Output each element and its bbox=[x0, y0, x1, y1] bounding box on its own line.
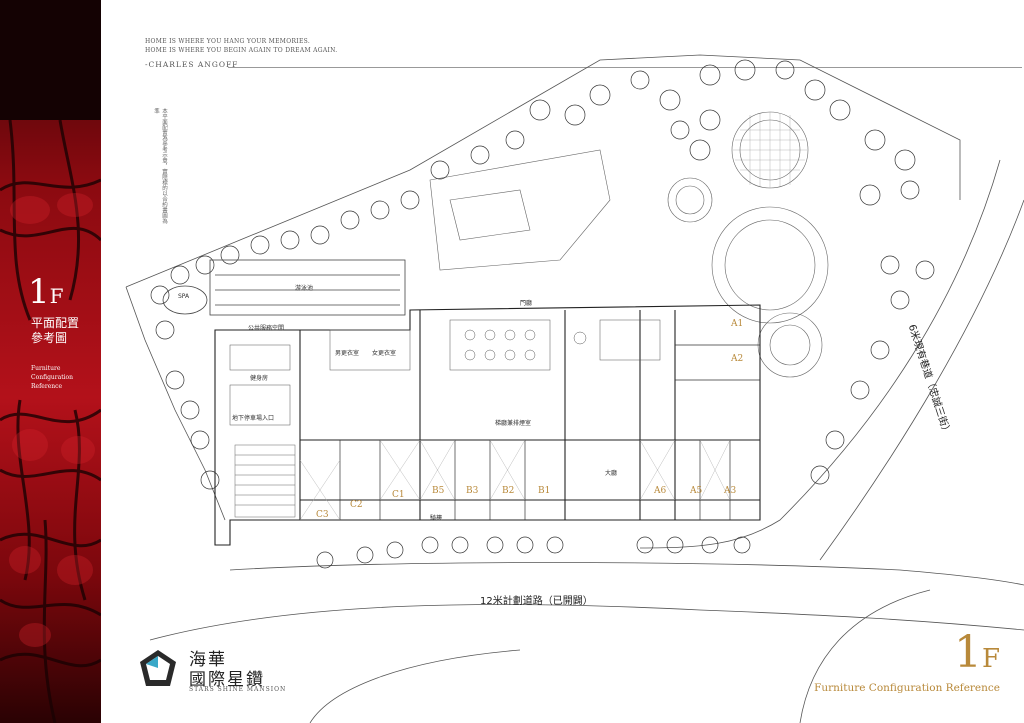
sidebar-artwork: 1F 平面配置參考圖 Furniture Configuration Refer… bbox=[0, 0, 101, 723]
quote-block: HOME IS WHERE YOU HANG YOUR MEMORIES. HO… bbox=[145, 37, 338, 69]
garden-area bbox=[429, 111, 829, 378]
road-edge bbox=[229, 562, 1024, 586]
label-gym: 健身房 bbox=[250, 374, 268, 382]
shop-a6: A6 bbox=[654, 486, 667, 496]
shop-b1: B1 bbox=[538, 486, 551, 496]
quote-divider bbox=[228, 67, 1022, 68]
disclaimer-note: 本平面配置為參考示意，實際標的以合約書圖為準 bbox=[153, 108, 167, 224]
logo-icon bbox=[140, 650, 176, 686]
quote-line-1: HOME IS WHERE YOU HANG YOUR MEMORIES. bbox=[145, 38, 311, 45]
road-label: 12米計劃道路（已開闢） bbox=[480, 596, 593, 607]
floor-reference: 1F Furniture Configuration Reference bbox=[814, 627, 1000, 695]
label-lobby: 大廳 bbox=[605, 469, 617, 477]
shop-b2: B2 bbox=[502, 486, 515, 496]
swimming-pool bbox=[209, 259, 406, 316]
quote-author: -CHARLES ANGOFF bbox=[145, 60, 239, 69]
shop-a3: A3 bbox=[724, 486, 737, 496]
label-gate: 門廳 bbox=[520, 299, 532, 307]
shop-c1: C1 bbox=[392, 490, 405, 500]
label-pool: 游泳池 bbox=[295, 284, 313, 292]
logo-name-line2: 國際星鑽 bbox=[189, 670, 265, 690]
trees bbox=[150, 59, 935, 569]
logo-name-en: STARS SHINE MANSION bbox=[189, 686, 287, 693]
shop-b5: B5 bbox=[432, 486, 445, 496]
brand-logo: 海華 國際星鑽 STARS SHINE MANSION bbox=[136, 638, 296, 698]
sidebar-pattern bbox=[0, 0, 101, 723]
reference-text: Furniture Configuration Reference bbox=[814, 682, 1000, 694]
shop-a1: A1 bbox=[731, 319, 744, 329]
label-spa: SPA bbox=[178, 293, 190, 300]
shop-a2: A2 bbox=[731, 354, 744, 364]
floor-plan: SPA 游泳池 公共服務空間 健身房 男更衣室 女更衣室 地下停車場入口 大廳 … bbox=[125, 54, 1024, 723]
reference-floor-number: 1F bbox=[953, 627, 1000, 678]
label-parking: 地下停車場入口 bbox=[232, 414, 274, 422]
parking-ramp bbox=[234, 444, 296, 518]
sidebar-title-en: Furniture Configuration Reference bbox=[31, 365, 74, 390]
shop-c3: C3 bbox=[316, 510, 329, 520]
label-mens-locker: 男更衣室 bbox=[335, 349, 359, 357]
label-arcade: 騎樓 bbox=[430, 514, 442, 522]
main-building bbox=[214, 304, 761, 546]
sidebar-title-zh: 平面配置參考圖 bbox=[31, 316, 80, 345]
label-elevator-lobby: 梯廳兼排煙室 bbox=[495, 419, 531, 427]
shop-b3: B3 bbox=[466, 486, 479, 496]
label-womens-locker: 女更衣室 bbox=[372, 349, 396, 357]
lane-curve bbox=[639, 159, 1001, 549]
sidebar-floor-number: 1F bbox=[28, 272, 64, 312]
quote-line-2: HOME IS WHERE YOU BEGIN AGAIN TO DREAM A… bbox=[145, 47, 338, 54]
shop-c2: C2 bbox=[350, 500, 363, 510]
logo-name-line1: 海華 bbox=[189, 650, 227, 670]
label-public-service: 公共服務空間 bbox=[248, 324, 284, 332]
shop-a5: A5 bbox=[690, 486, 703, 496]
site-boundary bbox=[125, 54, 961, 288]
spa-pool bbox=[162, 285, 208, 315]
